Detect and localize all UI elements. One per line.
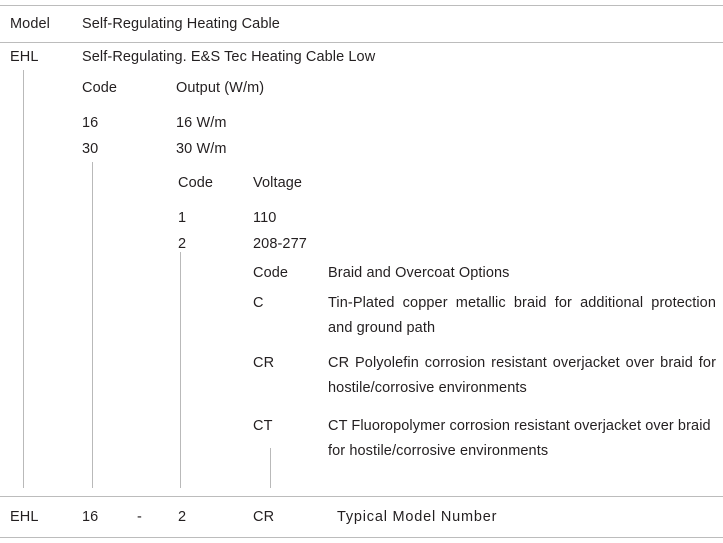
voltage-value-header: Voltage	[253, 175, 303, 191]
example-model-code: EHL	[10, 509, 39, 525]
output-value-30: 30 W/m	[176, 141, 227, 157]
output-code-30: 30	[82, 141, 99, 157]
braid-value-ct: CT Fluoropolymer corrosion resistant ove…	[328, 418, 711, 459]
braid-value-header: Braid and Overcoat Options	[328, 265, 510, 281]
model-code-value: EHL	[10, 49, 39, 65]
voltage-code-1: 1	[178, 210, 187, 226]
output-value-header: Output (W/m)	[176, 80, 265, 96]
example-voltage-code: 2	[178, 509, 187, 525]
rule-header-bottom	[0, 42, 723, 43]
braid-code-cr: CR	[253, 355, 275, 371]
output-value-16: 16 W/m	[176, 115, 227, 131]
braid-code-ct: CT	[253, 418, 273, 434]
braid-value-cr: CR Polyolefin corrosion resistant overja…	[328, 355, 716, 396]
example-braid-code: CR	[253, 509, 275, 525]
example-output-code: 16	[82, 509, 99, 525]
connector-line-voltage	[180, 252, 181, 488]
voltage-code-header: Code	[178, 175, 214, 191]
voltage-value-208-277: 208-277	[253, 236, 307, 252]
voltage-code-2: 2	[178, 236, 187, 252]
example-row-label: Typical Model Number	[337, 509, 498, 525]
braid-code-c: C	[253, 295, 264, 311]
output-code-header: Code	[82, 80, 118, 96]
rule-example-top	[0, 496, 723, 497]
rule-top	[0, 5, 723, 6]
connector-line-braid	[270, 448, 271, 488]
output-code-16: 16	[82, 115, 99, 131]
model-column-header: Model	[10, 16, 50, 32]
connector-line-output	[92, 162, 93, 488]
connector-line-model	[23, 70, 24, 488]
model-column-description: Self-Regulating Heating Cable	[82, 16, 280, 32]
braid-value-c: Tin-Plated copper metallic braid for add…	[328, 295, 716, 336]
rule-bottom	[0, 537, 723, 538]
example-separator: -	[137, 509, 142, 525]
voltage-value-110: 110	[253, 210, 277, 226]
model-row-description: Self-Regulating. E&S Tec Heating Cable L…	[82, 49, 376, 65]
braid-code-header: Code	[253, 265, 289, 281]
